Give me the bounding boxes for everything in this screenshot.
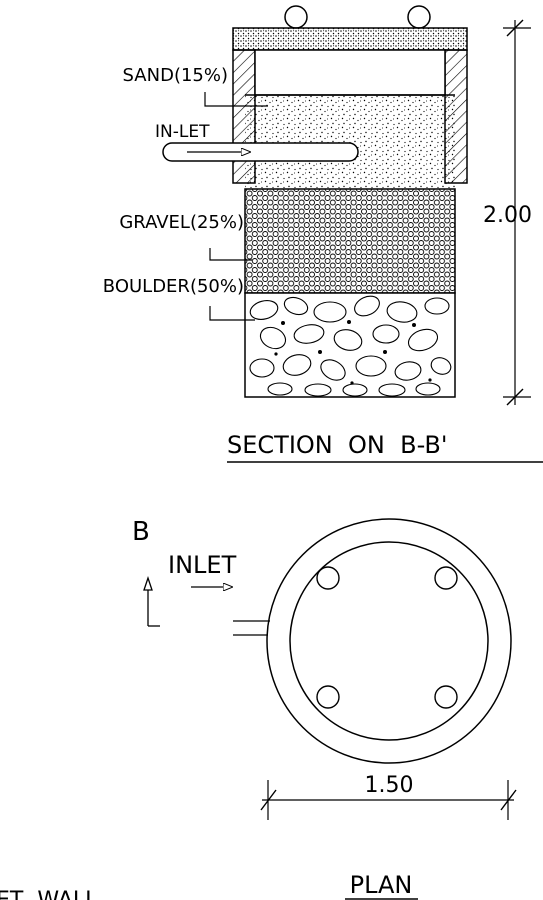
inlet-pipe <box>162 142 359 162</box>
section-marker-arrow <box>143 575 160 627</box>
cover-knob-right <box>407 5 431 29</box>
cover-knob-left <box>284 5 308 29</box>
layer-leaders <box>204 92 268 321</box>
boulder-label: BOULDER(50%) <box>103 276 244 297</box>
plan-knob-top-left <box>316 566 340 590</box>
sand-label: SAND(15%) <box>123 65 228 86</box>
section-title: SECTION ON B-B' <box>227 431 447 459</box>
inlet-label: IN-LET <box>155 122 210 142</box>
footer-fragment: ET WALL <box>0 888 98 900</box>
gravel-label: GRAVEL(25%) <box>119 212 244 233</box>
height-dimension: 2.00 <box>483 19 532 406</box>
boulder-layer <box>244 292 456 398</box>
plan-inlet-label: INLET <box>168 551 237 579</box>
height-value: 2.00 <box>483 203 532 228</box>
plan-knob-bottom-left <box>316 685 340 709</box>
pit-inner-ring <box>289 541 489 741</box>
section-view: SAND(15%) IN-LET GRAVEL(25%) BOULDER(50%… <box>103 5 543 463</box>
sand-layer <box>245 95 455 189</box>
plan-view: B INLET 1.50 PLAN <box>132 517 517 900</box>
empty-space <box>254 49 446 96</box>
section-marker-letter: B <box>132 517 150 547</box>
diameter-value: 1.50 <box>365 773 414 798</box>
diameter-dimension: 1.50 <box>260 773 517 820</box>
gravel-layer <box>244 188 456 294</box>
pit-outer-ring <box>266 518 512 764</box>
cover-slab <box>232 27 468 51</box>
plan-knob-top-right <box>434 566 458 590</box>
plan-title: PLAN <box>350 871 413 899</box>
plan-knob-bottom-right <box>434 685 458 709</box>
